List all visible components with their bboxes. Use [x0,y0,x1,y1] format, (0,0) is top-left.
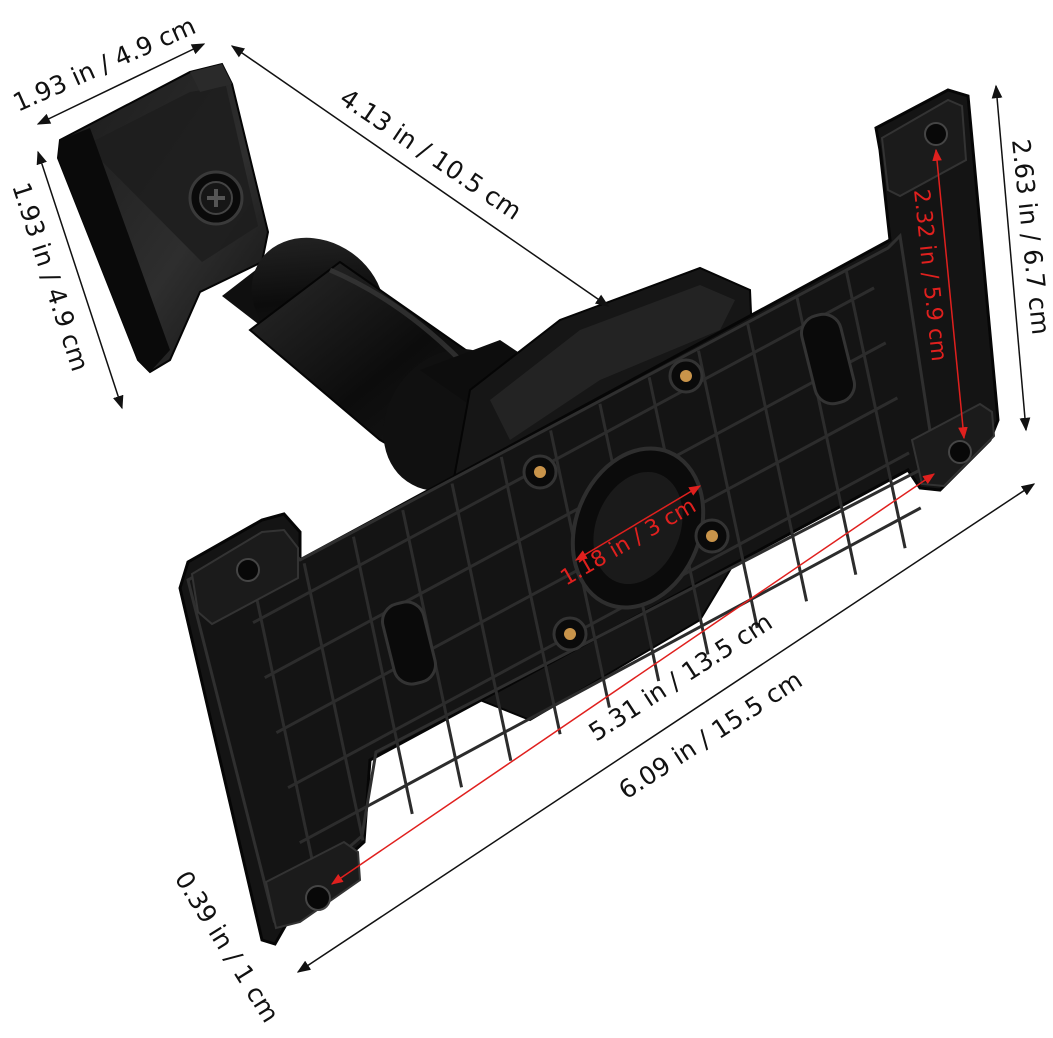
dim-line-plate-height [991,84,1031,432]
dim-line-hole-horizontal-spacing [331,473,935,885]
slot-right [800,312,856,406]
dim-line-hole-vertical-spacing [932,148,968,440]
mounting-plate [178,88,1000,946]
speaker-clamp [56,62,270,374]
label-plate-height: 2.63 in / 6.7 cm [1006,138,1053,336]
dim-line-clamp-height [36,150,124,410]
dim-line-clamp-width [36,43,206,125]
dimension-lines [36,43,1036,973]
clamp-screw [188,170,244,226]
bracket-illustration [56,62,1000,946]
label-arm-length: 4.13 in / 10.5 cm [335,83,527,226]
dim-line-arm-length [230,45,610,307]
